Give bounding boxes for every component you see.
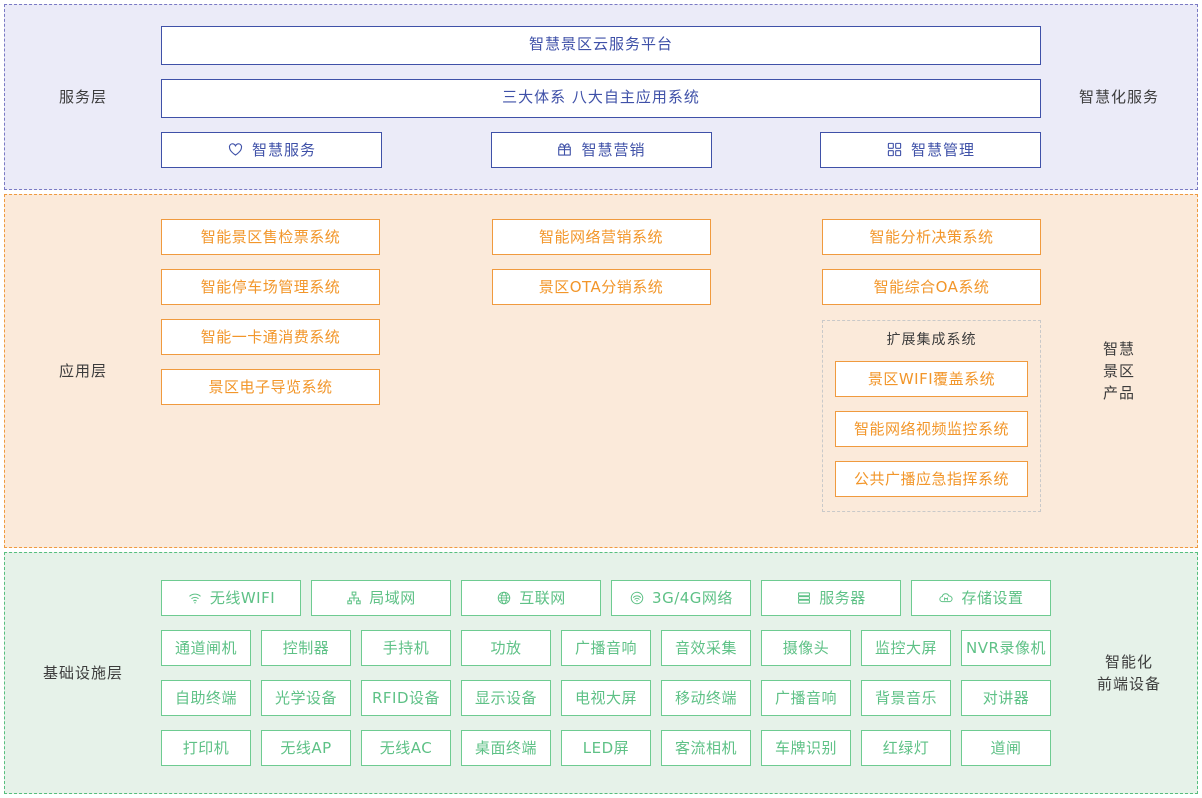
service-button-smart-marketing[interactable]: 智慧营销 (490, 131, 712, 168)
service-button-smart-management[interactable]: 智慧管理 (820, 131, 1041, 168)
app-box-ticketing[interactable]: 智能景区售检票系统 (161, 218, 380, 255)
device-cell[interactable]: 广播音响 (561, 629, 651, 666)
gift-icon (556, 141, 573, 158)
systems-overview-box[interactable]: 三大体系 八大自主应用系统 (161, 78, 1041, 118)
infra-cell-label: 互联网 (519, 589, 566, 608)
wifi-icon (187, 590, 203, 606)
infra-cell-lan[interactable]: 局域网 (311, 579, 451, 616)
app-box-analysis-decision[interactable]: 智能分析决策系统 (822, 218, 1041, 255)
device-cell[interactable]: 显示设备 (461, 679, 551, 716)
service-button-label: 智慧营销 (581, 141, 646, 160)
device-cell[interactable]: 无线AC (361, 729, 451, 766)
infrastructure-layer-right-label: 智能化 前端设备 (1096, 652, 1161, 693)
device-cell[interactable]: 电视大屏 (561, 679, 651, 716)
device-row-2: 自助终端 光学设备 RFID设备 显示设备 电视大屏 移动终端 广播音响 背景音… (161, 679, 1051, 716)
device-cell[interactable]: 无线AP (261, 729, 351, 766)
application-column-2: 智能网络营销系统 景区OTA分销系统 (491, 218, 711, 547)
device-cell[interactable]: 桌面终端 (461, 729, 551, 766)
lan-icon (346, 590, 362, 606)
infra-cell-label: 局域网 (369, 589, 416, 608)
service-button-smart-service[interactable]: 智慧服务 (161, 131, 382, 168)
application-column-1: 智能景区售检票系统 智能停车场管理系统 智能一卡通消费系统 景区电子导览系统 (161, 218, 380, 547)
heart-icon (227, 141, 244, 158)
device-cell[interactable]: 广播音响 (761, 679, 851, 716)
extension-integration-group: 扩展集成系统 景区WIFI覆盖系统 智能网络视频监控系统 公共广播应急指挥系统 (822, 319, 1041, 512)
device-cell[interactable]: RFID设备 (361, 679, 451, 716)
app-box-parking[interactable]: 智能停车场管理系统 (161, 268, 380, 305)
infrastructure-layer-left-label: 基础设施层 (42, 663, 123, 682)
device-cell[interactable]: 车牌识别 (761, 729, 851, 766)
appstore-grid-icon (886, 141, 903, 158)
infra-cell-wifi[interactable]: 无线WIFI (161, 579, 301, 616)
app-box-wifi-coverage[interactable]: 景区WIFI覆盖系统 (835, 360, 1028, 397)
service-layer-body: 智慧景区云服务平台 三大体系 八大自主应用系统 智慧服务 (161, 24, 1041, 170)
application-layer-left-label: 应用层 (58, 361, 107, 380)
device-cell[interactable]: 红绿灯 (861, 729, 951, 766)
device-cell[interactable]: 控制器 (261, 629, 351, 666)
application-column-3: 智能分析决策系统 智能综合OA系统 扩展集成系统 景区WIFI覆盖系统 智能网络… (822, 218, 1041, 547)
device-cell[interactable]: 移动终端 (661, 679, 751, 716)
app-box-eguide[interactable]: 景区电子导览系统 (161, 368, 380, 405)
device-cell[interactable]: 监控大屏 (861, 629, 951, 666)
application-layer-right-label: 智慧 景区 产品 (1102, 339, 1135, 402)
infra-cell-mobile-network[interactable]: 3G/4G网络 (611, 579, 751, 616)
service-layer-left-label: 服务层 (58, 87, 107, 106)
network-row: 无线WIFI 局域网 (161, 579, 1051, 616)
service-button-label: 智慧服务 (251, 141, 316, 160)
application-columns: 智能景区售检票系统 智能停车场管理系统 智能一卡通消费系统 景区电子导览系统 智… (161, 195, 1041, 547)
device-cell[interactable]: NVR录像机 (961, 629, 1051, 666)
device-cell[interactable]: 对讲器 (961, 679, 1051, 716)
infra-cell-label: 无线WIFI (209, 589, 276, 608)
app-box-onecard[interactable]: 智能一卡通消费系统 (161, 318, 380, 355)
service-button-label: 智慧管理 (910, 141, 975, 160)
app-box-ota-distribution[interactable]: 景区OTA分销系统 (491, 268, 711, 305)
service-buttons-row: 智慧服务 智慧营销 (161, 131, 1041, 168)
app-box-network-marketing[interactable]: 智能网络营销系统 (491, 218, 711, 255)
app-box-video-surveillance[interactable]: 智能网络视频监控系统 (835, 410, 1028, 447)
device-cell[interactable]: 打印机 (161, 729, 251, 766)
app-box-broadcast-emergency[interactable]: 公共广播应急指挥系统 (835, 460, 1028, 497)
device-row-1: 通道闸机 控制器 手持机 功放 广播音响 音效采集 摄像头 监控大屏 NVR录像… (161, 629, 1051, 666)
infra-cell-server[interactable]: 服务器 (761, 579, 901, 616)
device-cell[interactable]: 自助终端 (161, 679, 251, 716)
device-cell[interactable]: 背景音乐 (861, 679, 951, 716)
cloud-storage-icon (938, 590, 954, 606)
cloud-platform-box[interactable]: 智慧景区云服务平台 (161, 25, 1041, 65)
device-cell[interactable]: LED屏 (561, 729, 651, 766)
device-cell[interactable]: 摄像头 (761, 629, 851, 666)
device-cell[interactable]: 光学设备 (261, 679, 351, 716)
device-cell[interactable]: 手持机 (361, 629, 451, 666)
device-row-3: 打印机 无线AP 无线AC 桌面终端 LED屏 客流相机 车牌识别 红绿灯 道闸 (161, 729, 1051, 766)
signal-icon (629, 590, 645, 606)
infra-cell-internet[interactable]: 互联网 (461, 579, 601, 616)
device-cell[interactable]: 功放 (461, 629, 551, 666)
infrastructure-body: 无线WIFI 局域网 (161, 553, 1051, 793)
extension-group-title: 扩展集成系统 (886, 331, 977, 348)
infra-cell-label: 存储设置 (961, 589, 1024, 608)
device-cell[interactable]: 音效采集 (661, 629, 751, 666)
infrastructure-layer: 基础设施层 无线WIFI (4, 551, 1198, 794)
server-icon (796, 590, 812, 606)
service-layer: 服务层 智慧景区云服务平台 三大体系 八大自主应用系统 智慧服务 (4, 4, 1198, 190)
infra-cell-label: 服务器 (819, 589, 866, 608)
app-box-oa[interactable]: 智能综合OA系统 (822, 268, 1041, 305)
service-layer-right-label: 智慧化服务 (1078, 87, 1159, 106)
infra-cell-storage[interactable]: 存储设置 (911, 579, 1051, 616)
infra-cell-label: 3G/4G网络 (652, 589, 733, 608)
device-cell[interactable]: 客流相机 (661, 729, 751, 766)
device-cell[interactable]: 通道闸机 (161, 629, 251, 666)
application-layer: 应用层 智能景区售检票系统 智能停车场管理系统 智能一卡通消费系统 景区电子导览… (4, 193, 1198, 548)
device-cell[interactable]: 道闸 (961, 729, 1051, 766)
globe-icon (496, 590, 512, 606)
